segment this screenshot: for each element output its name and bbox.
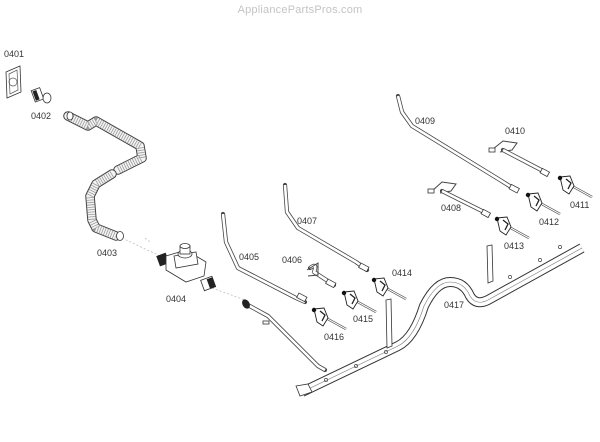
part-0413-gas-valve[interactable] [494, 216, 530, 240]
label-0413: 0413 [504, 241, 524, 251]
watermark: AppliancePartsPros.com [237, 4, 363, 16]
label-0404: 0404 [166, 294, 186, 304]
label-0415: 0415 [353, 314, 373, 324]
label-0412: 0412 [539, 217, 559, 227]
label-0401: 0401 [4, 49, 24, 59]
assembly-line [144, 237, 151, 243]
part-0416-gas-valve[interactable] [311, 307, 347, 331]
part-0404-regulator[interactable] [156, 243, 217, 292]
label-0416: 0416 [324, 332, 344, 342]
part-0410-tube[interactable] [488, 140, 551, 178]
part-main-gas-pipe[interactable] [240, 298, 328, 373]
label-0411: 0411 [570, 200, 589, 210]
part-0417-manifold-rail[interactable] [295, 243, 585, 397]
part-0401-bracket[interactable] [5, 65, 22, 99]
part-0411-gas-valve[interactable] [557, 175, 593, 199]
label-0417: 0417 [444, 300, 464, 310]
part-0406-tube[interactable] [306, 262, 337, 289]
label-0407: 0407 [297, 216, 317, 226]
label-0408: 0408 [441, 203, 461, 213]
label-0402: 0402 [31, 111, 51, 121]
part-0412-gas-valve[interactable] [525, 192, 561, 216]
assembly-line [211, 287, 246, 301]
label-0410: 0410 [505, 126, 525, 136]
assembly-line [121, 237, 161, 257]
part-0408-tube[interactable] [427, 181, 492, 219]
label-0406: 0406 [282, 255, 302, 265]
part-0415-gas-valve[interactable] [341, 290, 377, 314]
part-0407-tube[interactable] [282, 182, 370, 273]
label-0409: 0409 [415, 116, 435, 126]
part-0402-fitting[interactable] [30, 87, 52, 104]
part-0405-tube[interactable] [220, 211, 308, 305]
label-0403: 0403 [97, 248, 117, 258]
part-0409-tube[interactable] [395, 93, 520, 194]
part-0403-flex-hose[interactable] [63, 111, 147, 241]
part-0414-gas-valve[interactable] [371, 277, 407, 301]
label-0414: 0414 [392, 268, 412, 278]
label-0405: 0405 [239, 252, 259, 262]
